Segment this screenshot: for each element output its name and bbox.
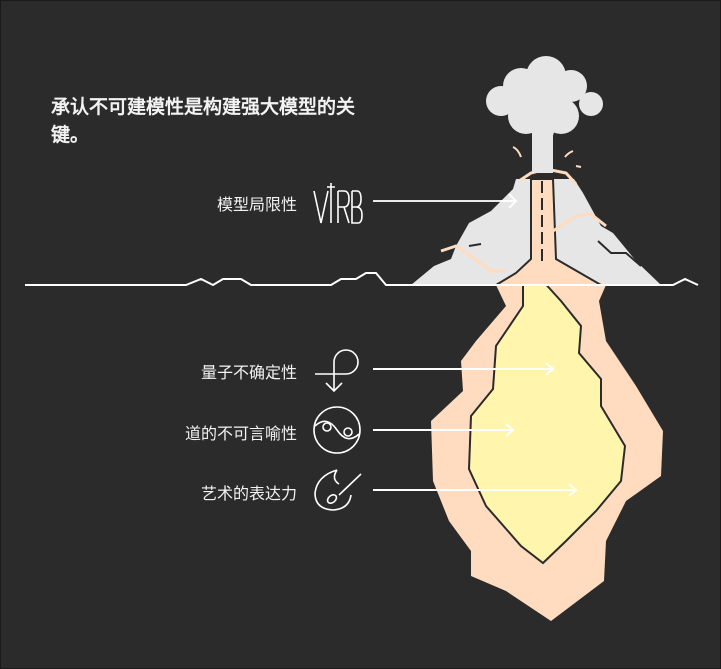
arrow-model-limits <box>373 193 518 209</box>
ash-cloud <box>486 56 603 141</box>
magma-inner <box>467 278 627 565</box>
label-tao-ineffability: 道的不可言喻性 <box>184 424 297 443</box>
art-palette-icon <box>314 469 362 511</box>
virb-logo-icon <box>313 183 363 224</box>
page-title: 承认不可建模性是构建强大模型的关键。 <box>51 96 356 146</box>
arrow-tao <box>373 423 515 437</box>
quantum-loop-icon <box>315 349 359 393</box>
arrow-quantum <box>373 362 555 376</box>
yin-yang-icon <box>313 406 361 454</box>
label-artistic-expression: 艺术的表达力 <box>200 484 297 503</box>
label-model-limits: 模型局限性 <box>216 195 297 214</box>
arrow-art <box>373 483 578 497</box>
ground-line <box>25 272 699 287</box>
label-quantum-uncertainty: 量子不确定性 <box>200 363 297 382</box>
